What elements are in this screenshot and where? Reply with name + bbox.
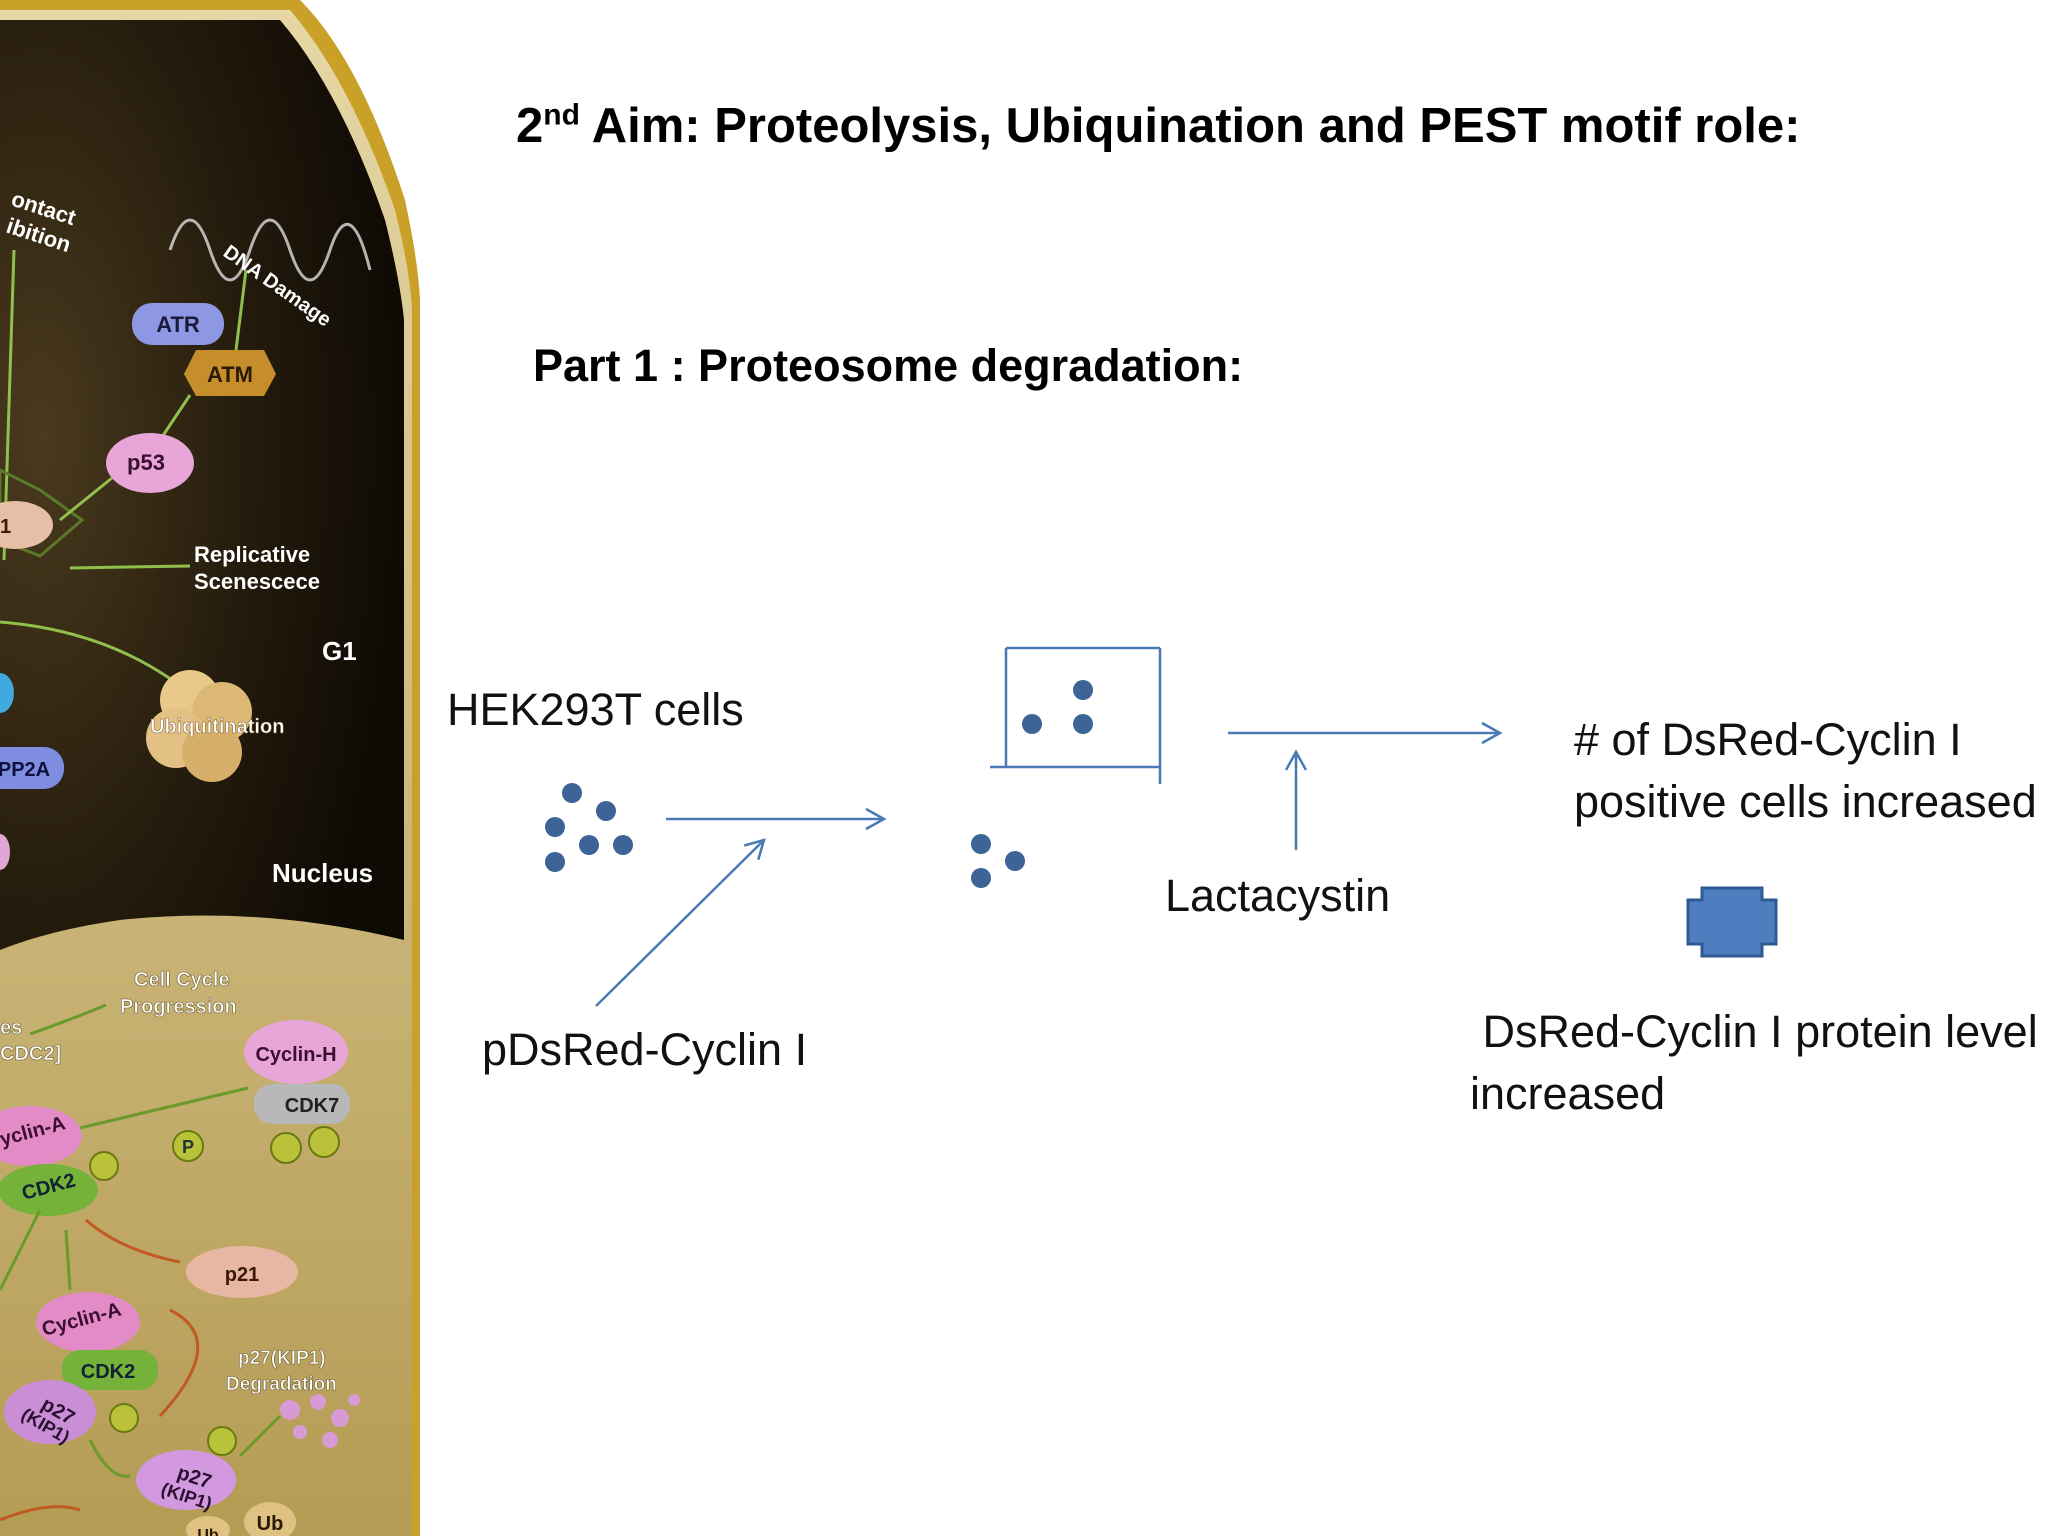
p27-left-protein bbox=[4, 1380, 96, 1444]
atr-protein bbox=[132, 303, 224, 345]
hek293t-cells-dots bbox=[545, 783, 633, 872]
treated-dish bbox=[990, 646, 1162, 784]
cell-cycle-label: Cell Cycle bbox=[134, 969, 230, 991]
cdc2-label: CDC2] bbox=[0, 1043, 61, 1065]
g1-label: G1 bbox=[322, 636, 357, 666]
p53-label: p53 bbox=[127, 450, 165, 475]
progression-label: Progression bbox=[120, 996, 237, 1018]
nucleus-label: Nucleus bbox=[272, 858, 373, 888]
ubiquitination-label: Ubiquitination bbox=[150, 716, 284, 738]
ub-label: Ub bbox=[257, 1513, 284, 1535]
cell-cycle-illustration: DNA Damage ontact ibition ATR ATM p53 1 … bbox=[0, 0, 420, 1536]
pp2a-protein bbox=[0, 747, 64, 789]
atr-label: ATR bbox=[156, 312, 200, 337]
one-label: 1 bbox=[0, 516, 11, 538]
lactacystin-label: Lactacystin bbox=[1165, 870, 1391, 921]
pp2a-label: PP2A bbox=[0, 759, 50, 781]
replicative-label: Replicative bbox=[194, 542, 310, 567]
result-protein-level-line1: DsRed-Cyclin I protein level bbox=[1470, 1006, 2038, 1057]
plasmid-label: pDsRed-Cyclin I bbox=[482, 1024, 808, 1075]
cyclin-a-protein bbox=[36, 1292, 140, 1352]
ub2-label: Ub bbox=[197, 1527, 219, 1536]
p-label: P bbox=[182, 1137, 194, 1157]
cdk2-top-protein bbox=[0, 1164, 98, 1216]
scenescece-label: Scenescece bbox=[194, 569, 320, 594]
cdk2-protein bbox=[62, 1350, 158, 1390]
cyclin-h-label: Cyclin-H bbox=[255, 1044, 336, 1066]
result-positive-cells-line2: positive cells increased bbox=[1574, 776, 2037, 827]
p21-label: p21 bbox=[225, 1264, 259, 1286]
hek293t-cells-label: HEK293T cells bbox=[447, 684, 744, 735]
es-label: es bbox=[0, 1017, 22, 1039]
p27-degradation-label-1: p27(KIP1) bbox=[238, 1348, 326, 1369]
cyclin-h-protein bbox=[244, 1020, 348, 1084]
p27-bottom-protein bbox=[136, 1450, 236, 1510]
p27-degradation-label-2: Degradation bbox=[226, 1374, 337, 1395]
title-superscript: nd bbox=[543, 98, 580, 132]
atm-label: ATM bbox=[207, 362, 253, 387]
section-subtitle: Part 1 : Proteosome degradation: bbox=[533, 340, 1244, 391]
cdk7-label: CDK7 bbox=[285, 1095, 339, 1117]
p21-protein bbox=[186, 1246, 298, 1298]
title-text: Aim: Proteolysis, Ubiquination and PEST … bbox=[579, 99, 1801, 153]
plasmid-arrow bbox=[595, 838, 766, 1007]
result-protein-level-line2: increased bbox=[1470, 1068, 1666, 1119]
plus-icon bbox=[1686, 886, 1778, 958]
nucleus-region bbox=[0, 20, 404, 950]
atm-protein bbox=[184, 350, 276, 396]
result-positive-cells-line1: # of DsRed-Cyclin I bbox=[1574, 714, 1962, 765]
p53-protein bbox=[106, 433, 194, 493]
transfected-cells-dots bbox=[971, 834, 1025, 888]
cdk2-label: CDK2 bbox=[81, 1361, 135, 1383]
cyclin-a-top-protein bbox=[0, 1106, 82, 1166]
ub-protein bbox=[244, 1502, 296, 1536]
cdk7-protein bbox=[254, 1084, 350, 1124]
slide-title: 2nd Aim: Proteolysis, Ubiquination and P… bbox=[516, 98, 1800, 154]
title-prefix: 2 bbox=[516, 99, 544, 153]
